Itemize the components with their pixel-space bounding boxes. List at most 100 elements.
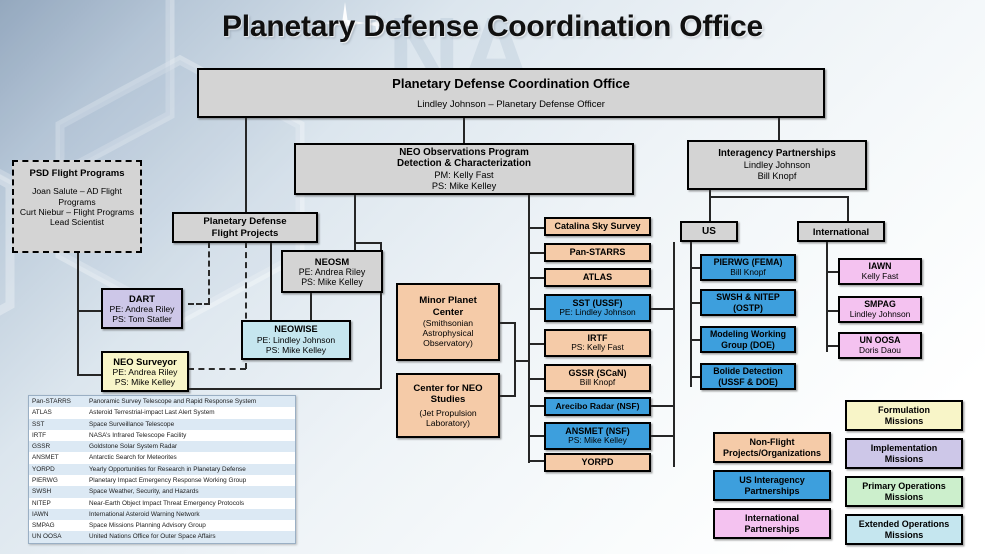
node-dart[interactable]: DART PE: Andrea Riley PS: Tom Statler [101, 288, 183, 329]
cneos-sub1: (Jet Propulsion [419, 407, 477, 418]
obs-7-sub: PS: Mike Kelley [568, 435, 627, 446]
cneos-title2: Studies [430, 394, 466, 406]
us-0-line1: PIERWG (FEMA) [713, 257, 783, 268]
node-arecibo-radar[interactable]: Arecibo Radar (NSF) [544, 397, 651, 416]
connector-sst-right [651, 308, 673, 310]
node-psd-flight-programs[interactable]: PSD Flight Programs Joan Salute – AD Fli… [12, 160, 142, 253]
acronym-meaning: Space Surveillance Telescope [89, 420, 175, 428]
connector-us-stub-1 [690, 267, 700, 269]
mpc-title2: Center [432, 306, 464, 318]
node-iawn[interactable]: IAWN Kelly Fast [838, 258, 922, 285]
node-gssr-scan[interactable]: GSSR (SCaN) Bill Knopf [544, 364, 651, 392]
connector-interagency-to-international [847, 196, 849, 222]
connector-us-stub-3 [690, 339, 700, 341]
connector-neosm-to-neowise [310, 293, 312, 320]
node-us[interactable]: US [680, 221, 738, 242]
connector-spine-stub-9 [528, 460, 544, 462]
node-bolide-detection[interactable]: Bolide Detection (USSF & DOE) [700, 363, 796, 390]
node-cneos[interactable]: Center for NEO Studies (Jet Propulsion L… [396, 373, 500, 438]
neosm-pe: PE: Andrea Riley [298, 266, 366, 277]
acronym-meaning: Asteroid Terrestrial-impact Last Alert S… [89, 409, 215, 417]
node-flight-projects[interactable]: Planetary Defense Flight Projects [172, 212, 318, 243]
neosm-name: NEOSM [314, 255, 350, 267]
node-pierwg-fema[interactable]: PIERWG (FEMA) Bill Knopf [700, 254, 796, 281]
node-swsh-nitep[interactable]: SWSH & NITEP (OSTP) [700, 289, 796, 316]
connector-cneos-stub [500, 395, 516, 397]
node-atlas[interactable]: ATLAS [544, 268, 651, 287]
acronym-abbr: IRTF [32, 431, 47, 439]
obs-5-sub: Bill Knopf [579, 377, 616, 388]
connector-flight-projects-to-neowise [270, 242, 272, 320]
us-1-line1: SWSH & NITEP [716, 292, 780, 303]
obs-7-name: ANSMET (NSF) [565, 425, 630, 436]
node-pan-starrs[interactable]: Pan-STARRS [544, 243, 651, 262]
neowise-pe: PE: Lindley Johnson [256, 335, 336, 346]
intl-0-line1: IAWN [868, 261, 892, 272]
connector-neo-surveyor-right [188, 388, 380, 390]
node-neo-surveyor[interactable]: NEO Surveyor PE: Andrea Riley PS: Mike K… [101, 351, 189, 392]
us-2-line2: Group (DOE) [721, 339, 775, 350]
connector-root-to-interagency [778, 118, 780, 140]
node-neowise[interactable]: NEOWISE PE: Lindley Johnson PS: Mike Kel… [241, 320, 351, 360]
node-interagency-partnerships[interactable]: Interagency Partnerships Lindley Johnson… [687, 140, 867, 190]
obs-3-name: SST (USSF) [572, 297, 623, 308]
us-3-line1: Bolide Detection [713, 366, 783, 377]
connector-spine-stub-7 [528, 405, 544, 407]
node-neo-observations[interactable]: NEO Observations Program Detection & Cha… [294, 143, 634, 195]
connector-neosm-wrap-vertical [380, 242, 382, 389]
node-international[interactable]: International [797, 221, 885, 242]
connector-spine-stub-6 [528, 378, 544, 380]
acronym-meaning: United Nations Office for Outer Space Af… [89, 533, 216, 541]
neo-obs-line1: NEO Observations Program [399, 146, 529, 158]
node-smpag[interactable]: SMPAG Lindley Johnson [838, 296, 922, 323]
connector-spine-stub-4 [528, 308, 544, 310]
mpc-sub3: Observatory) [423, 338, 473, 349]
obs-3-sub: PE: Lindley Johnson [559, 307, 636, 318]
acronym-abbr: ATLAS [32, 409, 52, 417]
node-modeling-working-group[interactable]: Modeling Working Group (DOE) [700, 326, 796, 353]
neo-obs-line3: PM: Kelly Fast [434, 169, 494, 180]
connector-intl-stub-3 [826, 345, 838, 347]
node-ansmet-nsf[interactable]: ANSMET (NSF) PS: Mike Kelley [544, 422, 651, 450]
obs-4-name: IRTF [587, 332, 608, 343]
connector-psd-stem [77, 253, 79, 375]
connector-neo-surveyor-dashed-stub [188, 368, 246, 370]
acronym-abbr: UN OOSA [32, 533, 62, 541]
connector-ansmet-right [651, 435, 673, 437]
us-label: US [702, 225, 716, 237]
node-catalina-sky-survey[interactable]: Catalina Sky Survey [544, 217, 651, 236]
connector-observations-to-neosm [354, 194, 356, 250]
node-un-oosa[interactable]: UN OOSA Doris Daou [838, 332, 922, 359]
connector-spine-stub-5 [528, 343, 544, 345]
node-yorpd[interactable]: YORPD [544, 453, 651, 472]
node-sst-ussf[interactable]: SST (USSF) PE: Lindley Johnson [544, 294, 651, 322]
acronym-abbr: ANSMET [32, 454, 59, 462]
intl-2-line2: Doris Daou [859, 344, 901, 355]
node-irtf[interactable]: IRTF PS: Kelly Fast [544, 329, 651, 357]
interagency-line2: Lindley Johnson [743, 159, 811, 170]
acronym-abbr: GSSR [32, 443, 51, 451]
node-minor-planet-center[interactable]: Minor Planet Center (Smithsonian Astroph… [396, 283, 500, 361]
node-neosm[interactable]: NEOSM PE: Andrea Riley PS: Mike Kelley [281, 250, 383, 293]
neo-surveyor-name: NEO Surveyor [113, 355, 177, 367]
connector-dart-dashed-stub [188, 303, 210, 305]
node-pdco-root[interactable]: Planetary Defense Coordination Office Li… [197, 68, 825, 118]
acronym-meaning: Space Missions Planning Advisory Group [89, 522, 206, 530]
intl-1-line1: SMPAG [864, 299, 896, 310]
dart-ps: PS: Tom Statler [112, 314, 172, 325]
interagency-title: Interagency Partnerships [718, 148, 836, 160]
obs-4-sub: PS: Kelly Fast [571, 342, 624, 353]
connector-us-spine [690, 242, 692, 387]
